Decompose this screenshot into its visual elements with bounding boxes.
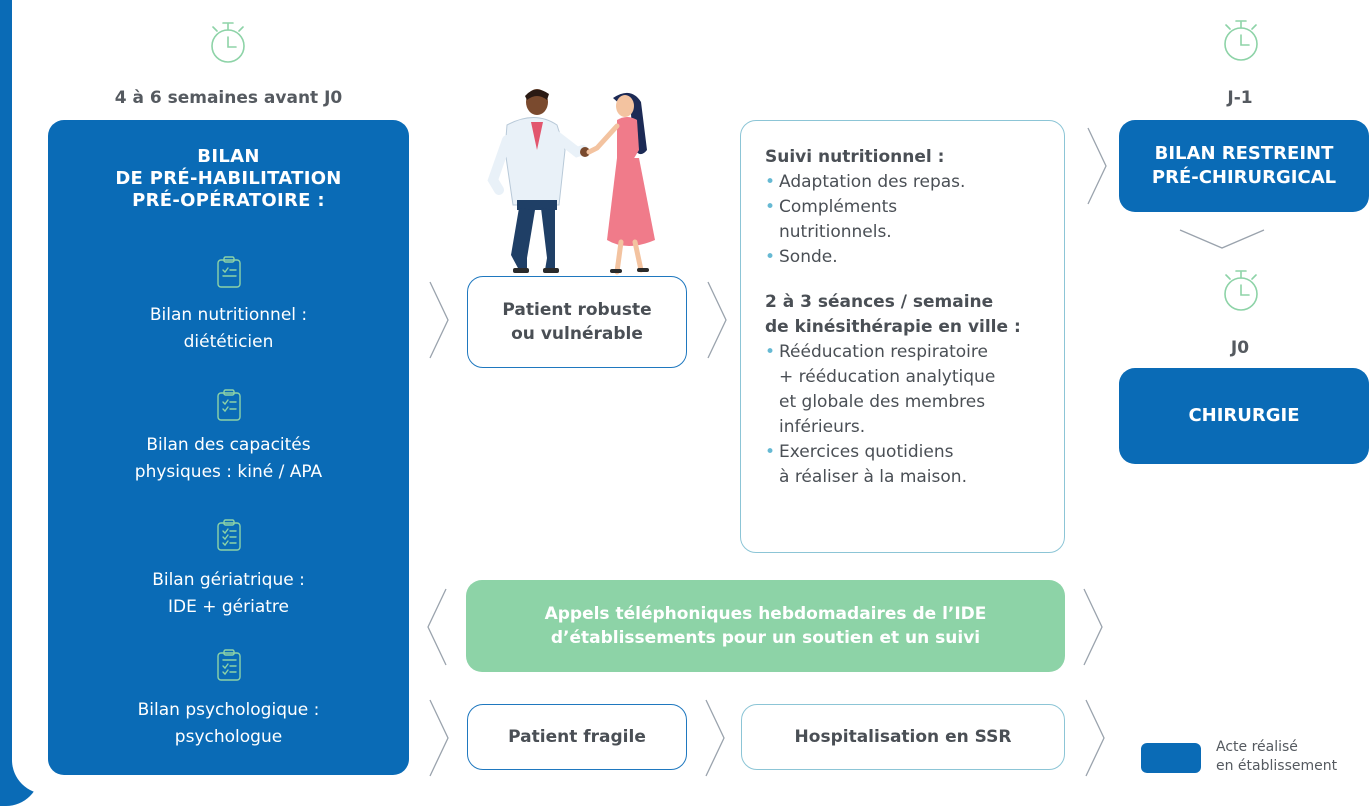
- chevron-right-icon: [1085, 699, 1105, 777]
- stopwatch-icon: [1224, 270, 1258, 311]
- suivi-kine-heading: 2 à 3 séances / semaine de kinésithérapi…: [765, 292, 1021, 337]
- doctor-figure: [487, 89, 590, 273]
- list-item: •Adaptation des repas.: [765, 172, 966, 192]
- patient-robuste-box: Patient robuste ou vulnérable: [467, 276, 687, 368]
- chevron-right-icon: [429, 699, 449, 777]
- list-item: •Rééducation respiratoire+ rééducation a…: [765, 342, 996, 437]
- hospitalisation-ssr-box: Hospitalisation en SSR: [741, 704, 1065, 770]
- chevron-right-icon: [1083, 588, 1103, 666]
- clipboard-icon: [217, 649, 241, 681]
- appels-telephoniques-box: Appels téléphoniques hebdomadaires de l’…: [466, 580, 1065, 672]
- legend-swatch: [1141, 743, 1201, 773]
- chevron-right-icon: [705, 699, 725, 777]
- chevron-left-icon: [427, 588, 447, 666]
- clipboard-icon: [217, 256, 241, 288]
- stopwatch-icon: [211, 22, 245, 63]
- doctor-patient-illustration: [487, 89, 655, 275]
- chirurgie-box: CHIRURGIE: [1119, 368, 1369, 464]
- legend-label: Acte réalisé en établissement: [1216, 739, 1338, 774]
- bilan-title: BILAN DE PRÉ-HABILITATION PRÉ-OPÉRATOIRE…: [115, 146, 342, 211]
- stopwatch-icon: [1224, 20, 1258, 61]
- list-item: •Sonde.: [765, 247, 838, 267]
- bilan-item-psychologique: Bilan psychologique :psychologue: [137, 700, 320, 747]
- timeline-start-label: 4 à 6 semaines avant J0: [114, 88, 343, 108]
- clipboard-icon: [217, 519, 241, 551]
- bilan-restreint-box: BILAN RESTREINT PRÉ-CHIRURGICAL: [1119, 120, 1369, 212]
- chevron-right-icon: [707, 281, 727, 359]
- bilan-item-nutritionnel: Bilan nutritionnel :diététicien: [149, 305, 308, 352]
- chevron-right-icon: [1087, 127, 1107, 205]
- patient-fragile-box: Patient fragile: [467, 704, 687, 770]
- page-frame-edge: [0, 0, 52, 806]
- timeline-jminus1-label: J-1: [1227, 88, 1253, 108]
- bilan-preop-panel: BILAN DE PRÉ-HABILITATION PRÉ-OPÉRATOIRE…: [48, 120, 409, 775]
- patient-figure: [586, 92, 655, 275]
- suivi-nutrition-heading: Suivi nutritionnel :: [765, 147, 945, 167]
- chevron-right-icon: [429, 281, 449, 359]
- chevron-down-icon: [1179, 229, 1265, 249]
- clipboard-icon: [217, 389, 241, 421]
- suivi-box: Suivi nutritionnel : •Adaptation des rep…: [740, 120, 1065, 553]
- timeline-j0-label: J0: [1230, 338, 1250, 358]
- bilan-item-geriatrique: Bilan gériatrique :IDE + gériatre: [152, 570, 305, 617]
